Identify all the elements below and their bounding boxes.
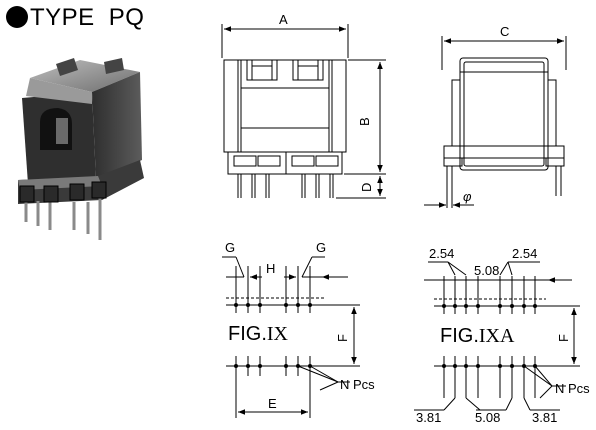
page-title: TYPE PQ (6, 4, 144, 32)
dim-b-label: B (357, 117, 372, 126)
front-view (424, 36, 567, 208)
photo-pins (24, 198, 102, 240)
fig-ixa-top-mid-pitch: 5.08 (474, 263, 499, 278)
fig-ixa-title: FIG.IXA (440, 325, 515, 347)
fig-ixa-top-right-pitch: 2.54 (512, 246, 537, 261)
photo-clip-left (56, 58, 78, 76)
title-prefix: TYPE (30, 4, 95, 31)
fig-ix-f-label: F (335, 334, 350, 342)
fig-ixa-bottom-right: 3.81 (532, 410, 557, 425)
fig-ixa-bottom-mid: 5.08 (475, 410, 500, 425)
fig-ixa-pins (442, 304, 537, 368)
fig-ix-h-label: H (266, 261, 275, 276)
fig-ixa-top-left-pitch: 2.54 (429, 246, 454, 261)
fig-ix-pins (234, 303, 312, 368)
transformer-photo (18, 58, 144, 240)
fig-ix-g-left-label: G (225, 240, 235, 255)
photo-right-face (92, 72, 142, 180)
dim-a-label: A (279, 12, 288, 27)
photo-core-band (26, 78, 92, 104)
dim-d-label: D (359, 183, 374, 192)
photo-clip-right (104, 58, 124, 74)
bullet-icon (6, 6, 28, 28)
fig-ix-diagram (222, 256, 360, 418)
side-view (221, 24, 386, 199)
fig-ixa-npcs-label: N Pcs (555, 381, 590, 396)
dim-phi-label: φ (463, 189, 472, 204)
photo-bobbin-inner (56, 118, 68, 144)
photo-pin-blocks (19, 181, 107, 203)
fig-ix-g-right-label: G (316, 240, 326, 255)
fig-ix-npcs-label: N Pcs (340, 377, 375, 392)
fig-ixa-bottom-left: 3.81 (416, 410, 441, 425)
dim-c-label: C (500, 24, 509, 39)
title-name: PQ (108, 4, 145, 31)
fig-ixa-f-label: F (556, 334, 571, 342)
fig-ix-title: FIG.IX (228, 323, 289, 345)
fig-ix-e-label: E (268, 396, 277, 411)
